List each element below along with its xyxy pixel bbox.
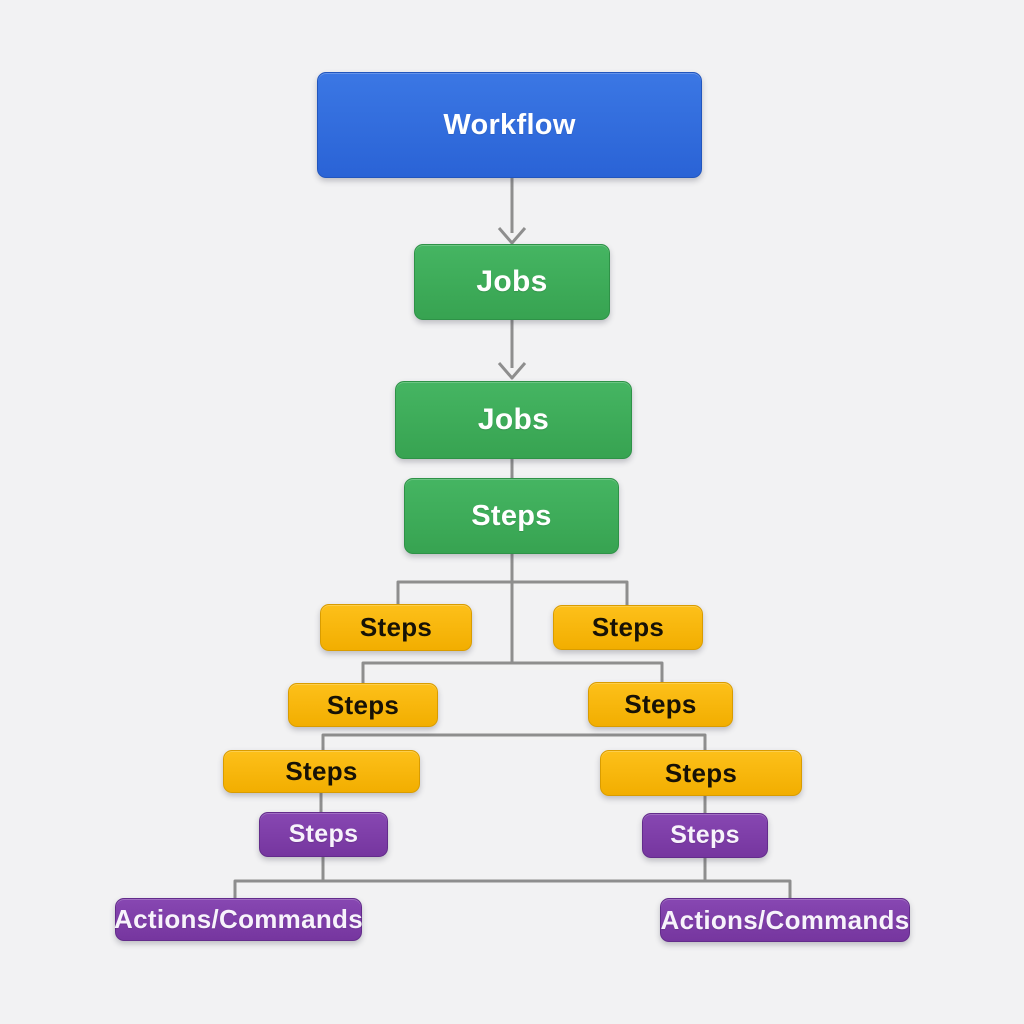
node-label-actions-right: Actions/Commands [660,904,910,935]
node-label-steps-row2-right: Steps [624,689,697,719]
edge-branch-bottom [233,879,792,900]
node-label-steps-row3-right: Steps [664,757,738,788]
arrowhead-icon [497,227,527,245]
node-steps-row3-left: Steps [223,750,420,793]
node-label-jobs-2: Jobs [477,403,550,436]
edge-branch-level3 [321,733,707,752]
node-label-steps-row1-right: Steps [591,612,665,642]
node-label-steps-main: Steps [471,499,552,532]
node-jobs-2: Jobs [395,381,632,459]
node-steps-row2-right: Steps [588,682,733,727]
node-label-actions-left: Actions/Commands [114,904,363,934]
node-workflow: Workflow [317,72,702,178]
node-actions-right: Actions/Commands [660,898,910,942]
node-label-workflow: Workflow [443,108,576,141]
arrowhead-icon [497,362,527,380]
node-label-steps-row2-left: Steps [326,689,400,720]
node-label-steps-row3-left: Steps [285,756,358,786]
node-steps-main: Steps [404,478,619,554]
node-steps-row2-left: Steps [288,683,438,727]
node-label-steps-purple-right: Steps [670,821,740,849]
node-steps-row3-right: Steps [600,750,802,796]
edge-branch-level1 [396,580,629,606]
node-label-steps-row1-left: Steps [359,612,433,642]
node-steps-row1-left: Steps [320,604,472,651]
node-steps-purple-right: Steps [642,813,768,858]
node-steps-purple-left: Steps [259,812,388,857]
node-jobs-1: Jobs [414,244,610,320]
node-steps-row1-right: Steps [553,605,703,650]
edge-branch-level2 [361,661,664,685]
node-label-jobs-1: Jobs [476,265,548,298]
node-label-steps-purple-left: Steps [288,820,359,848]
node-actions-left: Actions/Commands [114,898,363,941]
